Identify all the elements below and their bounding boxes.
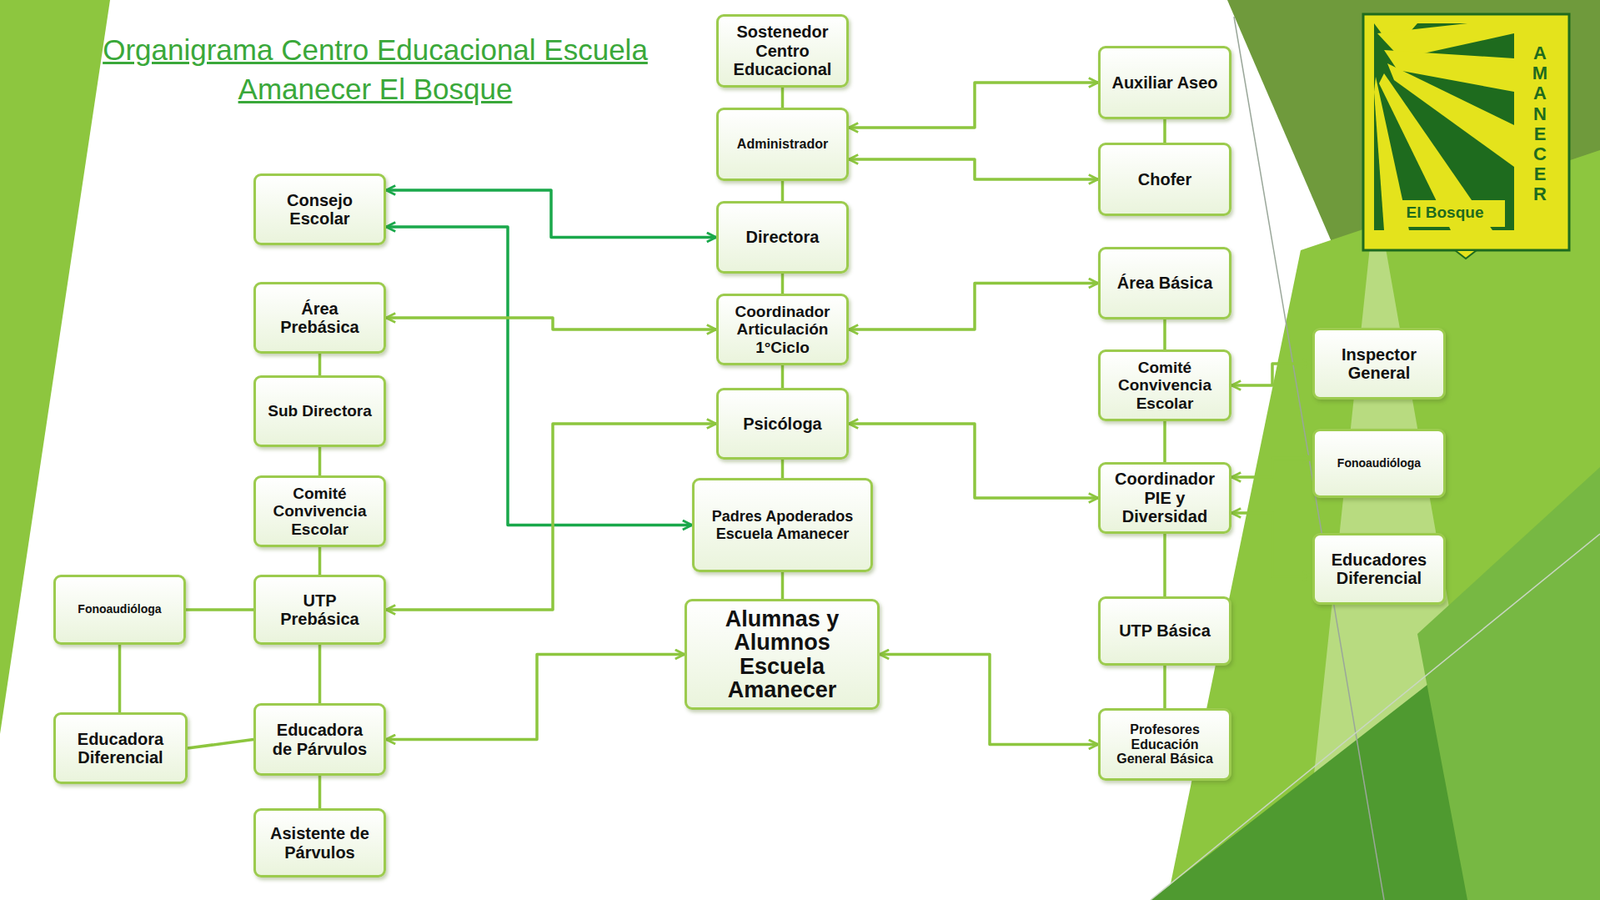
org-box: Fonoaudióloga [1312, 428, 1446, 498]
connector [781, 273, 785, 294]
connector [386, 190, 717, 238]
connector [318, 446, 322, 476]
connector [1163, 665, 1167, 708]
box-label: Padres Apoderados Escuela Amanecer [701, 507, 864, 542]
org-box: Padres Apoderados Escuela Amanecer [692, 477, 873, 572]
box-label: Comité Convivencia Escolar [1107, 358, 1223, 412]
box-label: Sostenedor Centro Educacional [725, 22, 840, 79]
connector [879, 654, 1099, 745]
connector [386, 317, 717, 330]
school-logo [1363, 14, 1570, 259]
org-box: Comité Convivencia Escolar [253, 475, 387, 547]
connector [1163, 533, 1167, 597]
org-box: Educadora de Párvulos [253, 702, 387, 776]
box-label: Auxiliar Aseo [1111, 73, 1218, 92]
connector [386, 654, 685, 740]
org-box: Comité Convivencia Escolar [1098, 349, 1232, 422]
connector [386, 226, 693, 526]
org-box: Alumnas y Alumnos Escuela Amanecer [684, 598, 880, 710]
org-box: Educadora Diferencial [53, 712, 188, 784]
org-box: Profesores Educación General Básica [1098, 707, 1232, 781]
connector [1163, 119, 1167, 143]
connector [1231, 512, 1313, 577]
connector [848, 283, 1099, 331]
org-box: UTP Prebásica [253, 574, 387, 645]
connector [781, 180, 785, 201]
connector [848, 423, 1099, 498]
connector [187, 739, 254, 749]
connector [781, 365, 785, 388]
org-box: Asistente de Párvulos [253, 807, 387, 878]
connector [1163, 421, 1167, 462]
right-band [1417, 466, 1600, 900]
org-box: Chofer [1098, 142, 1232, 216]
org-box: Administrador [716, 107, 849, 181]
org-box: Sub Directora [253, 375, 387, 447]
box-label: Asistente de Párvulos [262, 823, 377, 862]
org-box: Coordinador PIE y Diversidad [1098, 461, 1232, 534]
box-label: Coordinador Articulación 1°Ciclo [725, 302, 840, 357]
box-label: Área Básica [1117, 273, 1214, 292]
org-box: Consejo Escolar [253, 173, 387, 246]
box-label: Educadora Diferencial [62, 729, 179, 768]
box-label: Directora [746, 227, 820, 246]
connector [318, 546, 322, 575]
connector [318, 353, 322, 376]
org-box: Sostenedor Centro Educacional [716, 14, 849, 88]
box-label: Consejo Escolar [262, 190, 377, 229]
box-label: Profesores Educación General Básica [1107, 722, 1223, 768]
org-box: Directora [716, 200, 849, 274]
connector [1231, 363, 1313, 386]
connector [1231, 458, 1313, 478]
org-box: Coordinador Articulación 1°Ciclo [716, 293, 849, 366]
box-label: Comité Convivencia Escolar [262, 484, 377, 538]
box-label: Alumnas y Alumnos Escuela Amanecer [698, 606, 866, 702]
logo-caption: El Bosque [1385, 203, 1505, 222]
box-label: Fonoaudióloga [1337, 456, 1421, 471]
logo-vertical-text: AMANECER [1530, 43, 1550, 206]
connector [1163, 319, 1167, 350]
connector [848, 159, 1099, 180]
box-label: Administrador [737, 136, 828, 152]
connector [318, 644, 322, 703]
box-label: Área Prebásica [262, 299, 377, 337]
org-box: Auxiliar Aseo [1098, 45, 1232, 120]
box-label: Educadora de Párvulos [270, 720, 369, 758]
chart-title: Organigrama Centro Educacional Escuela A… [100, 30, 651, 109]
org-box: Área Prebásica [253, 281, 387, 354]
box-label: UTP Prebásica [262, 591, 377, 629]
connector [781, 459, 785, 478]
connector [386, 423, 717, 610]
box-label: Fonoaudióloga [77, 602, 161, 617]
connector [118, 644, 122, 713]
org-box: Área Básica [1098, 246, 1232, 320]
org-box: Fonoaudióloga [53, 574, 186, 645]
box-label: Psicóloga [742, 414, 822, 433]
box-label: Educadores Diferencial [1321, 550, 1437, 588]
org-box: Educadores Diferencial [1312, 532, 1446, 605]
box-label: Sub Directora [267, 401, 372, 420]
connector [185, 607, 254, 612]
org-box: UTP Básica [1098, 596, 1232, 666]
box-label: UTP Básica [1118, 621, 1211, 640]
box-label: Coordinador PIE y Diversidad [1107, 469, 1223, 526]
org-box: Psicóloga [716, 387, 849, 460]
box-label: Chofer [1138, 170, 1192, 189]
connector [781, 87, 785, 108]
org-box: Inspector General [1312, 327, 1446, 400]
connector [781, 571, 785, 599]
connector [848, 82, 1099, 128]
connector [318, 775, 322, 808]
box-label: Inspector General [1321, 345, 1437, 383]
